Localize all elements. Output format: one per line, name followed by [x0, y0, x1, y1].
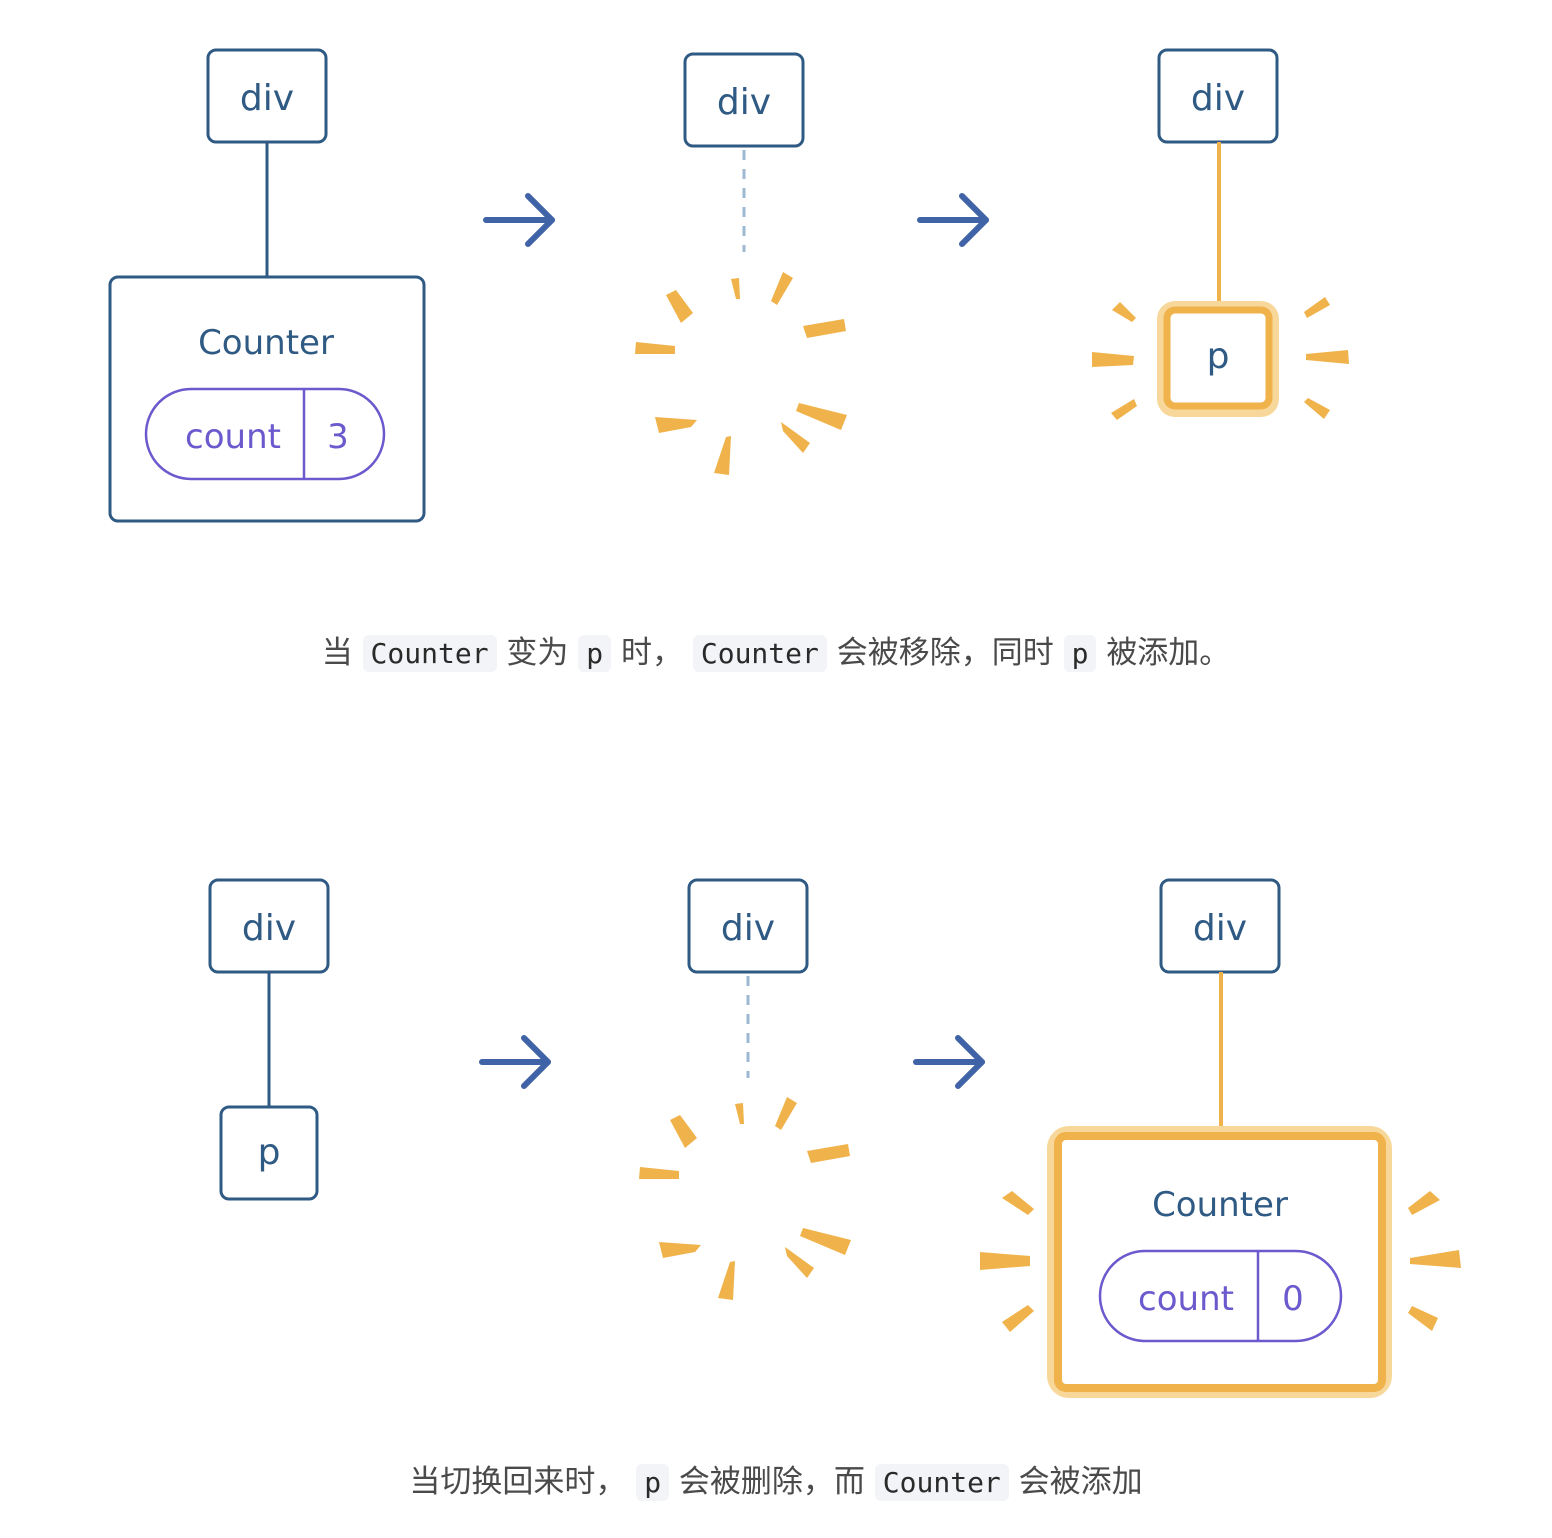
arrow-right-icon [479, 1035, 551, 1089]
count-state-label: count [185, 417, 281, 457]
div-node-label: div [717, 82, 771, 123]
caption-text: 变为 [506, 635, 569, 671]
inline-code: Counter [692, 635, 827, 672]
inline-code: Counter [874, 1464, 1009, 1501]
count-state-label: count [1138, 1279, 1234, 1319]
counter-node-title: Counter [198, 323, 334, 363]
div-node-label: div [1191, 78, 1245, 119]
div-node [683, 52, 805, 148]
caption-text: 会被删除，而 [678, 1464, 865, 1500]
p-node-highlighted [1163, 306, 1273, 410]
p-node [219, 1105, 319, 1201]
arrow-right-icon [483, 193, 555, 247]
caption-text: 会被添加 [1018, 1464, 1143, 1500]
caption-text: 当切换回来时， [409, 1464, 627, 1500]
bottom-stage1: div p [208, 878, 330, 1201]
p-node-label: p [1207, 336, 1230, 377]
count-state-value: 3 [327, 417, 349, 457]
bottom-stage2: div [639, 878, 851, 1300]
sparkle-burst-icon [1092, 297, 1349, 420]
caption-text: 被添加。 [1106, 635, 1231, 671]
div-node-label: div [242, 908, 296, 949]
inline-code: p [636, 1464, 670, 1501]
caption-text: 会被移除，同时 [836, 635, 1054, 671]
top-stage2: div [635, 52, 847, 475]
arrow-right-icon [917, 193, 989, 247]
sparkle-burst-icon [639, 1097, 851, 1300]
sparkle-burst-icon [635, 272, 847, 475]
caption-text: 当 [321, 635, 353, 671]
bottom-caption: 当切换回来时， p 会被删除，而 Counter 会被添加 [0, 1456, 1552, 1501]
inline-code: p [1063, 635, 1097, 672]
p-node-label: p [258, 1132, 281, 1173]
count-state-value: 0 [1282, 1279, 1304, 1319]
div-node-label: div [721, 908, 775, 949]
inline-code: p [578, 635, 612, 672]
div-node-label: div [240, 78, 294, 119]
bottom-stage3: div Counter count 0 [980, 878, 1461, 1398]
div-node [687, 878, 809, 974]
counter-node-title: Counter [1152, 1185, 1288, 1225]
top-stage3: div p [1092, 48, 1349, 420]
caption-text: 时， [621, 635, 683, 671]
inline-code: Counter [362, 635, 497, 672]
top-stage1: div Counter count 3 [108, 48, 426, 523]
div-node-label: div [1193, 908, 1247, 949]
count-state-pill [1098, 1249, 1343, 1343]
sparkle-burst-icon [980, 1191, 1461, 1332]
arrow-right-icon [913, 1035, 985, 1089]
top-caption: 当 Counter 变为 p 时， Counter 会被移除，同时 p 被添加。 [0, 627, 1552, 672]
count-state-pill [144, 387, 386, 481]
